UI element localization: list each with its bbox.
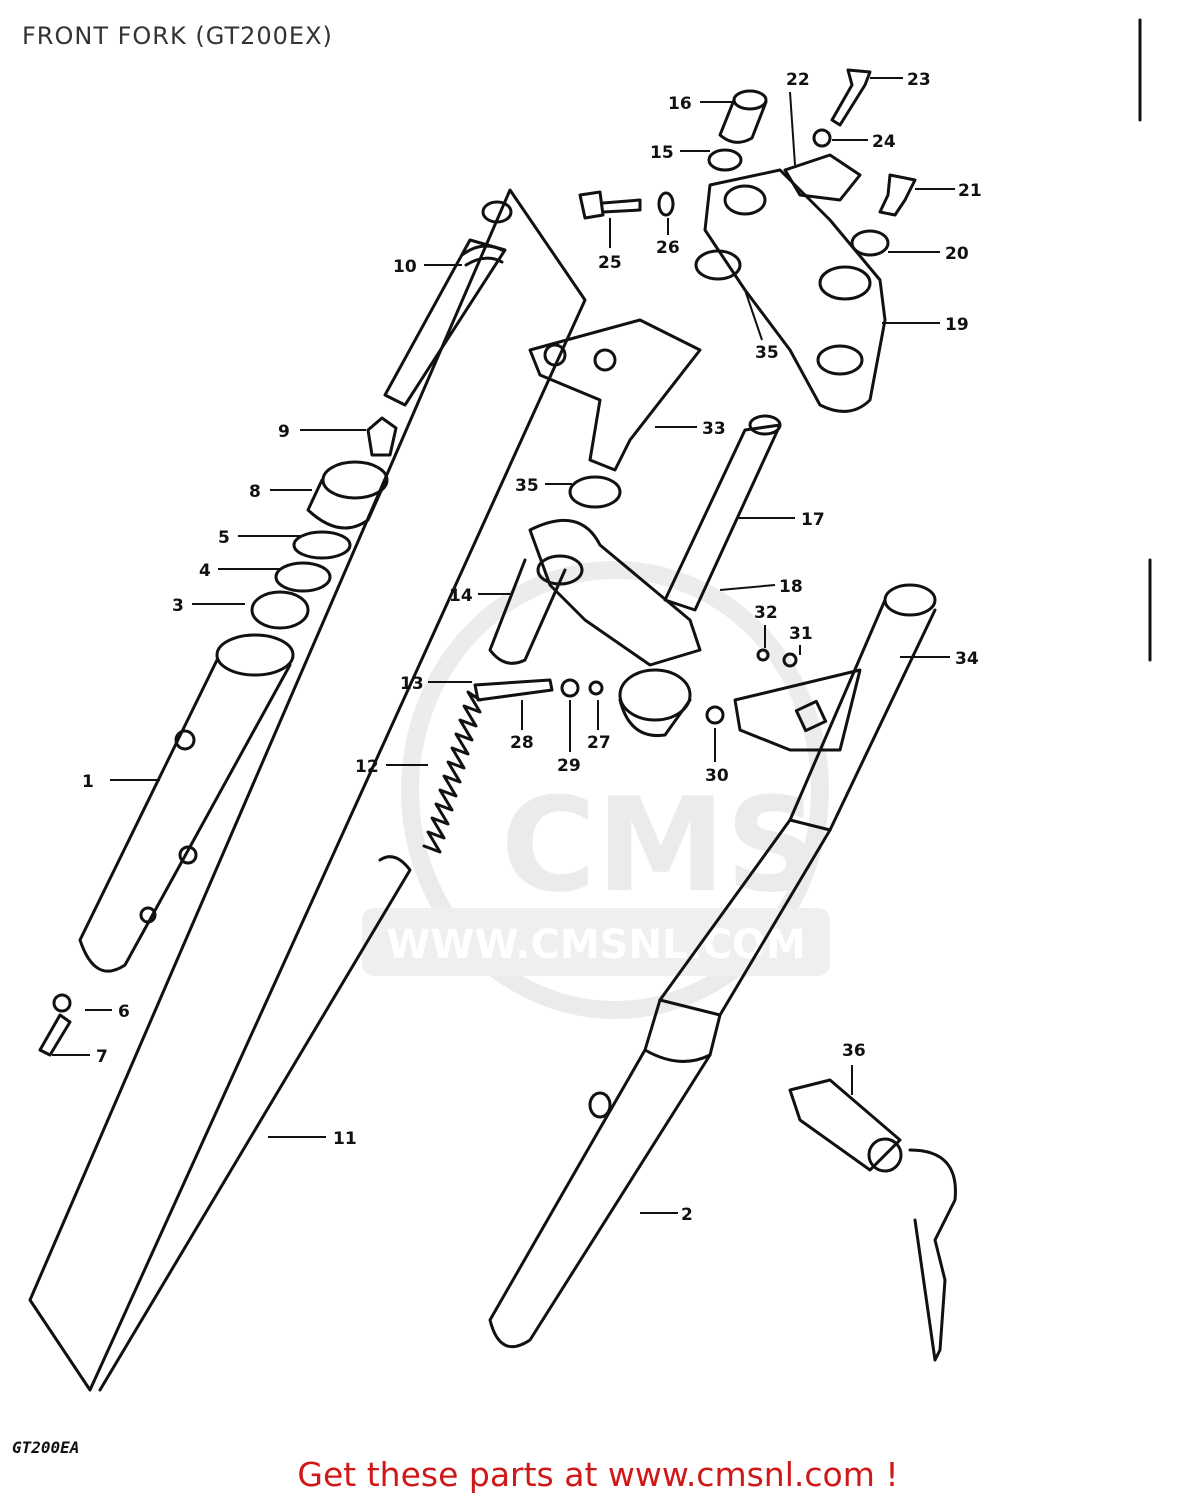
callout-23: 23: [907, 70, 931, 90]
stem-14: [488, 558, 567, 665]
callout-34: 34: [955, 649, 979, 669]
callout-29: 29: [557, 756, 581, 776]
diagram-code: GT200EA: [12, 1438, 80, 1457]
screw-31: [782, 652, 798, 668]
lower-bracket: [528, 518, 702, 738]
bearing-35-lower: [568, 475, 622, 509]
callout-9: 9: [278, 422, 290, 442]
callout-8: 8: [249, 482, 261, 502]
callout-13: 13: [400, 674, 424, 694]
callout-36: 36: [842, 1041, 866, 1061]
steering-lock-36: [788, 1078, 957, 1362]
front-fork-exploded-diagram: CMS WWW.CMSNL.COM: [28, 18, 1152, 1392]
bolt-21: [878, 173, 917, 217]
watermark-brand: CMS: [501, 769, 819, 921]
bolt-23: [830, 68, 872, 127]
washer-6: [52, 993, 72, 1013]
callout-27: 27: [587, 733, 611, 753]
outer-tube-2: [488, 998, 722, 1349]
inner-tube-17: [663, 414, 782, 612]
callout-17: 17: [801, 510, 825, 530]
callout-10: 10: [393, 257, 417, 277]
diagram-title: FRONT FORK (GT200EX): [22, 22, 333, 50]
callout-1: 1: [82, 772, 94, 792]
reflector-plate: [733, 668, 862, 752]
callout-21: 21: [958, 181, 982, 201]
callout-11: 11: [333, 1129, 357, 1149]
fork-spring-10: [383, 200, 513, 407]
callout-35-upper: 35: [755, 343, 779, 363]
callout-20: 20: [945, 244, 969, 264]
ring-4: [274, 561, 332, 593]
callout-5: 5: [218, 528, 230, 548]
washer-20: [850, 229, 890, 257]
upper-bracket-19: [703, 168, 887, 413]
callout-3: 3: [172, 596, 184, 616]
washer-24: [812, 128, 832, 148]
callout-32: 32: [754, 603, 778, 623]
screw-32: [756, 648, 770, 662]
callout-33: 33: [702, 419, 726, 439]
dust-seal-8: [306, 460, 389, 530]
callout-4: 4: [199, 561, 211, 581]
callout-12: 12: [355, 757, 379, 777]
callout-26: 26: [656, 238, 680, 258]
headlight-bracket-33: [528, 318, 702, 472]
callout-15: 15: [650, 143, 674, 163]
washer-29: [560, 678, 580, 698]
callout-24: 24: [872, 132, 896, 152]
callout-28: 28: [510, 733, 534, 753]
callout-30: 30: [705, 766, 729, 786]
cap-bolt-16: [718, 89, 768, 144]
bolt-25: [578, 190, 642, 220]
spring-12: [422, 690, 482, 854]
watermark-url: WWW.CMSNL.COM: [386, 922, 806, 968]
watermark: CMS WWW.CMSNL.COM: [362, 561, 830, 1019]
callout-19: 19: [945, 315, 969, 335]
inner-tube-outline: [28, 188, 587, 1392]
callout-16: 16: [668, 94, 692, 114]
part-9-bushing: [366, 416, 398, 457]
bolt-28: [473, 678, 554, 702]
nut-26: [657, 191, 675, 217]
callout-6: 6: [118, 1002, 130, 1022]
callout-31: 31: [789, 624, 813, 644]
bolt-7: [38, 1013, 72, 1057]
footer-link[interactable]: Get these parts at www.cmsnl.com !: [297, 1455, 899, 1494]
tube-34: [658, 583, 937, 1017]
ring-3: [250, 590, 310, 630]
o-ring-15: [707, 148, 743, 172]
callout-7: 7: [96, 1047, 108, 1067]
callout-2: 2: [681, 1205, 693, 1225]
nut-30: [705, 705, 725, 725]
ring-5: [292, 530, 352, 560]
washer-27: [588, 680, 604, 696]
callout-25: 25: [598, 253, 622, 273]
callout-35-lower: 35: [515, 476, 539, 496]
callout-18: 18: [779, 577, 803, 597]
handlebar-clamp-22: [783, 153, 862, 202]
callout-22: 22: [786, 70, 810, 90]
callout-14: 14: [449, 586, 473, 606]
outer-tube-1: [78, 633, 295, 973]
